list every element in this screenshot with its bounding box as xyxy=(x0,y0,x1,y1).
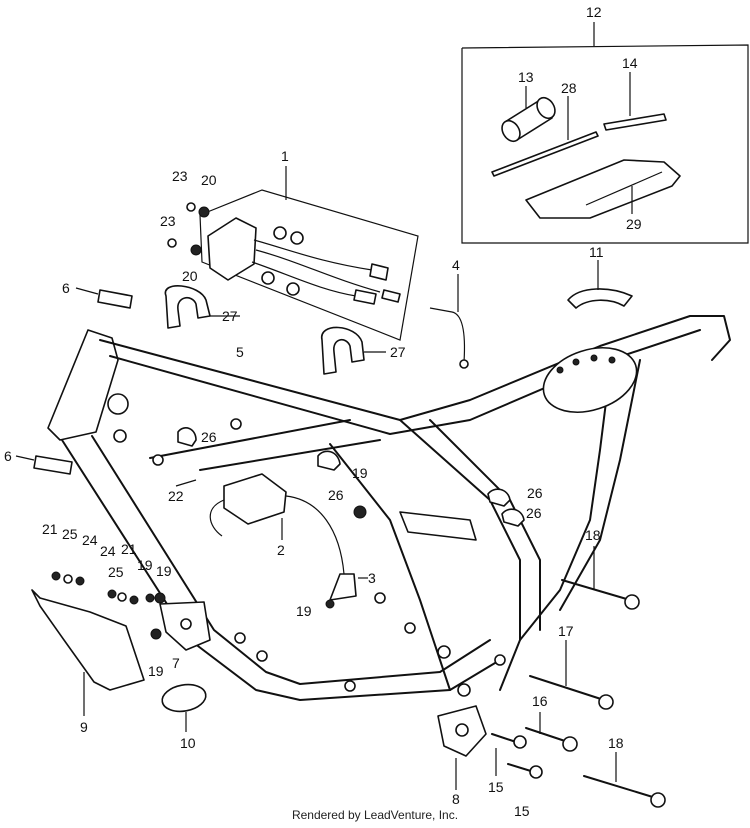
callout-16: 16 xyxy=(532,693,548,709)
callout-23-upper: 23 xyxy=(172,168,188,184)
callout-7: 7 xyxy=(172,655,180,671)
callout-17: 17 xyxy=(558,623,574,639)
cdi-unit-group xyxy=(167,166,419,341)
callout-19-c: 19 xyxy=(156,563,172,579)
tool-bag xyxy=(525,159,681,219)
callout-10: 10 xyxy=(180,735,196,751)
footer-credit: Rendered by LeadVenture, Inc. xyxy=(291,808,459,822)
callout-27-upper: 27 xyxy=(222,308,238,324)
callout-24-b: 24 xyxy=(100,543,116,559)
callout-29: 29 xyxy=(626,216,642,232)
callout-4: 4 xyxy=(452,257,460,273)
callout-14: 14 xyxy=(622,55,638,71)
o-ring xyxy=(161,683,207,713)
callout-19-b: 19 xyxy=(137,557,153,573)
callout-21-a: 21 xyxy=(42,521,58,537)
ignition-coil xyxy=(223,473,287,525)
main-frame xyxy=(47,315,731,701)
tool-bar xyxy=(603,72,667,131)
tool-rod xyxy=(491,96,599,177)
callout-11: 11 xyxy=(589,244,604,260)
strap-left xyxy=(164,285,211,329)
callout-19-e: 19 xyxy=(296,603,312,619)
callout-23-lower: 23 xyxy=(160,213,176,229)
callout-27-lower: 27 xyxy=(390,344,406,360)
callout-15-upper: 15 xyxy=(488,779,504,795)
tool-kit-box xyxy=(461,44,749,244)
callout-18-upper: 18 xyxy=(585,527,601,543)
callout-9: 9 xyxy=(80,719,88,735)
callout-3: 3 xyxy=(368,570,376,586)
skid-guard xyxy=(31,589,145,691)
callout-28: 28 xyxy=(561,80,577,96)
callout-12: 12 xyxy=(586,4,602,20)
callout-26-a: 26 xyxy=(201,429,217,445)
callout-5: 5 xyxy=(236,344,244,360)
rear-bracket xyxy=(567,288,633,309)
callout-20-lower: 20 xyxy=(182,268,198,284)
callout-26-c: 26 xyxy=(527,485,543,501)
callout-labels: 1 2 3 4 5 6 6 7 8 9 10 11 12 13 14 15 15… xyxy=(4,4,642,819)
cdi-panel-outline xyxy=(199,189,419,341)
callout-26-b: 26 xyxy=(328,487,344,503)
callout-2: 2 xyxy=(277,542,285,558)
damper-lower xyxy=(33,455,73,475)
callout-1: 1 xyxy=(281,148,289,164)
callout-25-a: 25 xyxy=(62,526,78,542)
loose-parts xyxy=(15,260,666,808)
callout-22: 22 xyxy=(168,488,184,504)
callout-18-lower: 18 xyxy=(608,735,624,751)
cdi-box xyxy=(207,217,257,281)
callout-6-lower: 6 xyxy=(4,448,12,464)
callout-21-b: 21 xyxy=(121,541,137,557)
callout-26-d: 26 xyxy=(526,505,542,521)
tool-kit-group xyxy=(461,22,749,244)
callout-19-a: 19 xyxy=(352,465,368,481)
callout-24-a: 24 xyxy=(82,532,98,548)
callout-20-upper: 20 xyxy=(201,172,217,188)
strap-right xyxy=(321,326,365,375)
plug-cap xyxy=(329,573,357,601)
socket-wrench xyxy=(501,96,556,143)
callout-19-d: 19 xyxy=(148,663,164,679)
bolts xyxy=(491,579,666,808)
callout-15-lower: 15 xyxy=(514,803,530,819)
callout-6-upper: 6 xyxy=(62,280,70,296)
ground-wire xyxy=(429,307,466,363)
callout-25-b: 25 xyxy=(108,564,124,580)
callout-8: 8 xyxy=(452,791,460,807)
callout-13: 13 xyxy=(518,69,534,85)
damper-upper xyxy=(97,289,133,309)
head-tube xyxy=(47,329,119,441)
